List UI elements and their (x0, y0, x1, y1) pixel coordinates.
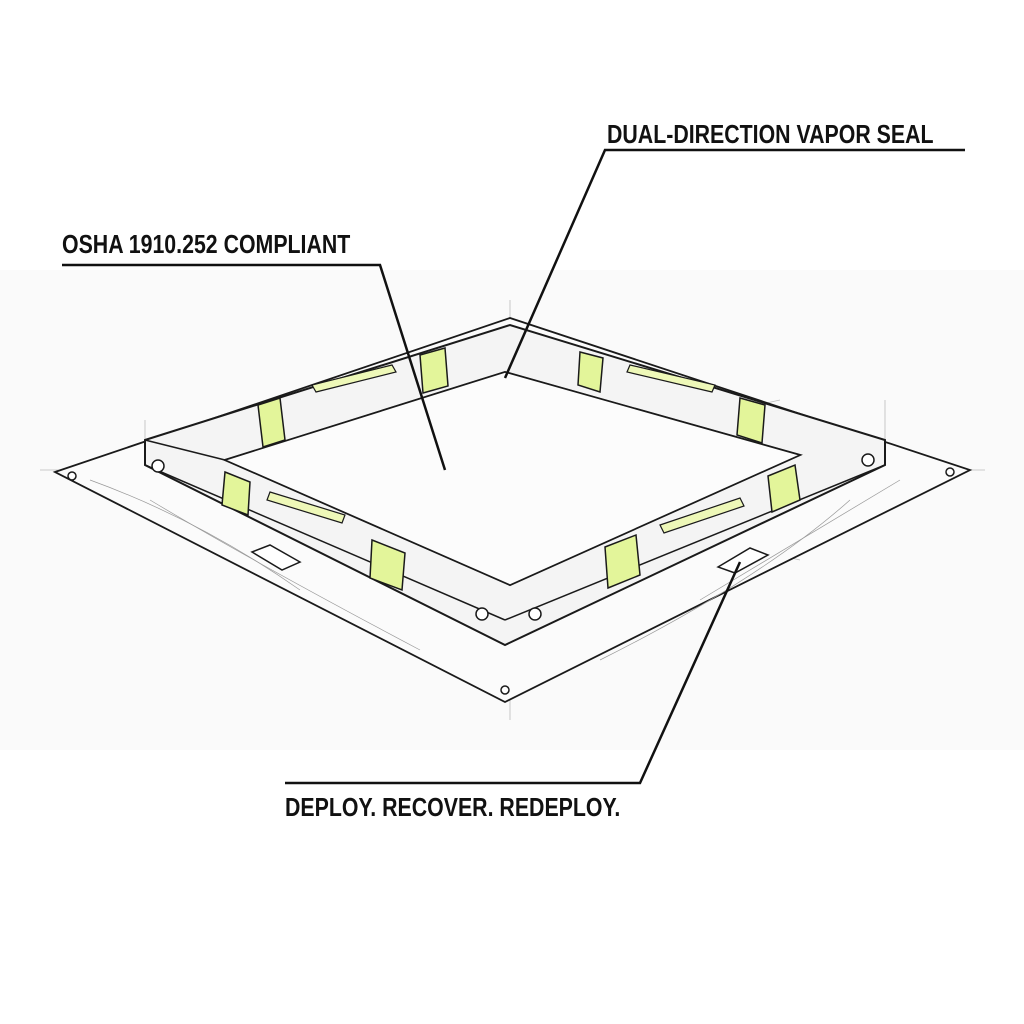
strip (266, 491, 346, 524)
band (369, 538, 406, 592)
handle-icon (716, 547, 770, 574)
callout-vapor-seal: DUAL-DIRECTION VAPOR SEAL (607, 119, 934, 149)
band (604, 533, 641, 590)
handle-icon (250, 544, 302, 571)
strip (626, 364, 716, 393)
grommet-icon (861, 453, 875, 467)
callout-deploy: DEPLOY. RECOVER. REDEPLOY. (285, 792, 621, 822)
grommet-icon (67, 471, 77, 481)
mat-grommets (67, 467, 955, 695)
strip (311, 364, 397, 393)
grommet-icon (151, 459, 165, 473)
grommet-icon (945, 467, 955, 477)
leader-vapor-seal (503, 148, 965, 379)
berm-edges (144, 439, 886, 621)
grommet-icon (500, 685, 510, 695)
grommet-icon (475, 607, 489, 621)
leader-lines (62, 148, 965, 785)
band (767, 463, 801, 514)
band (577, 351, 604, 393)
grommet-icon (528, 607, 542, 621)
berm-floor (222, 371, 803, 586)
leader-deploy (285, 561, 742, 785)
strip (659, 497, 745, 534)
leader-osha (62, 263, 447, 471)
band (736, 397, 766, 445)
callout-osha-compliant: OSHA 1910.252 COMPLIANT (62, 229, 351, 259)
band (419, 347, 449, 394)
band (221, 470, 251, 517)
mat-wrinkles (89, 479, 901, 661)
hi-vis-bands (221, 347, 801, 592)
reflective-strips (266, 364, 745, 534)
berm-grommets (151, 453, 875, 621)
band (257, 397, 286, 448)
mat-handles (250, 544, 770, 574)
